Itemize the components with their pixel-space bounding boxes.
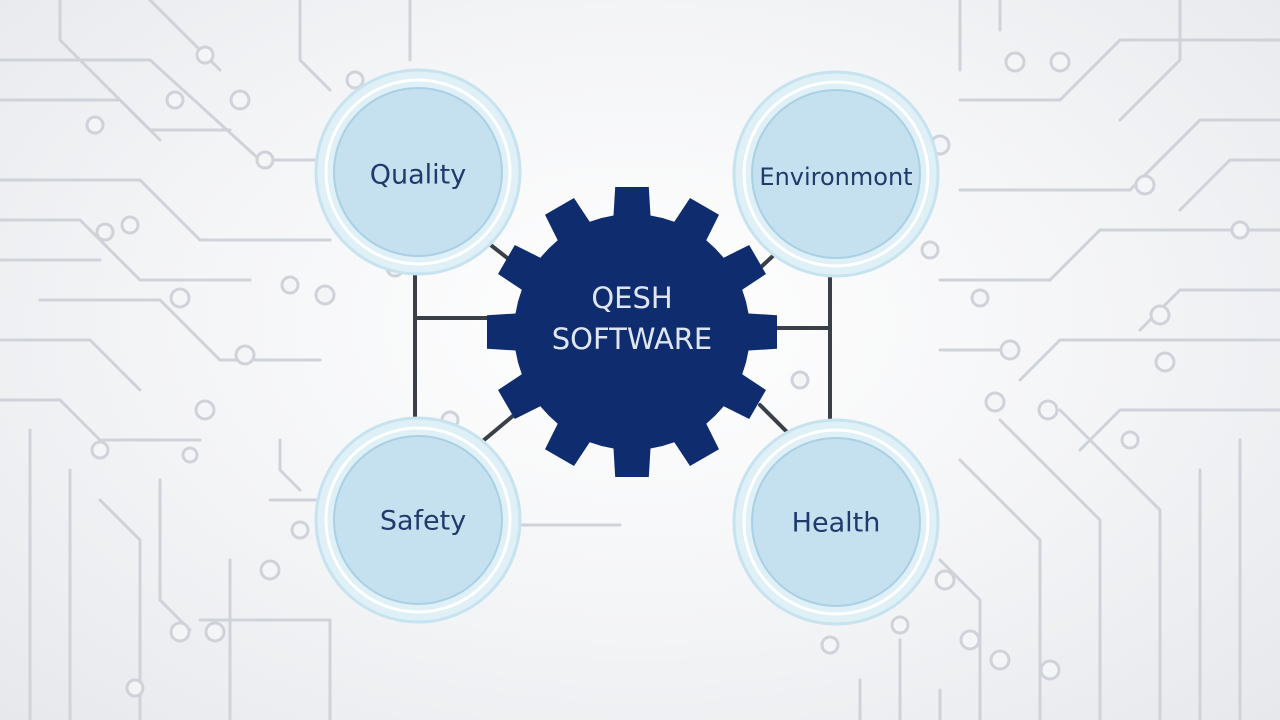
node-environment-label: Environmont: [759, 163, 912, 191]
node-safety: Safety: [314, 416, 522, 624]
node-health: Health: [732, 418, 940, 626]
node-quality-label: Quality: [370, 160, 466, 191]
gear-icon: QESH SOFTWARE: [487, 187, 777, 477]
center-title-line1: QESH: [591, 281, 672, 315]
node-environment: Environmont: [732, 70, 940, 278]
node-quality: Quality: [314, 68, 522, 276]
node-health-label: Health: [792, 508, 881, 539]
node-safety-label: Safety: [380, 506, 466, 537]
center-title-line2: SOFTWARE: [552, 322, 713, 356]
